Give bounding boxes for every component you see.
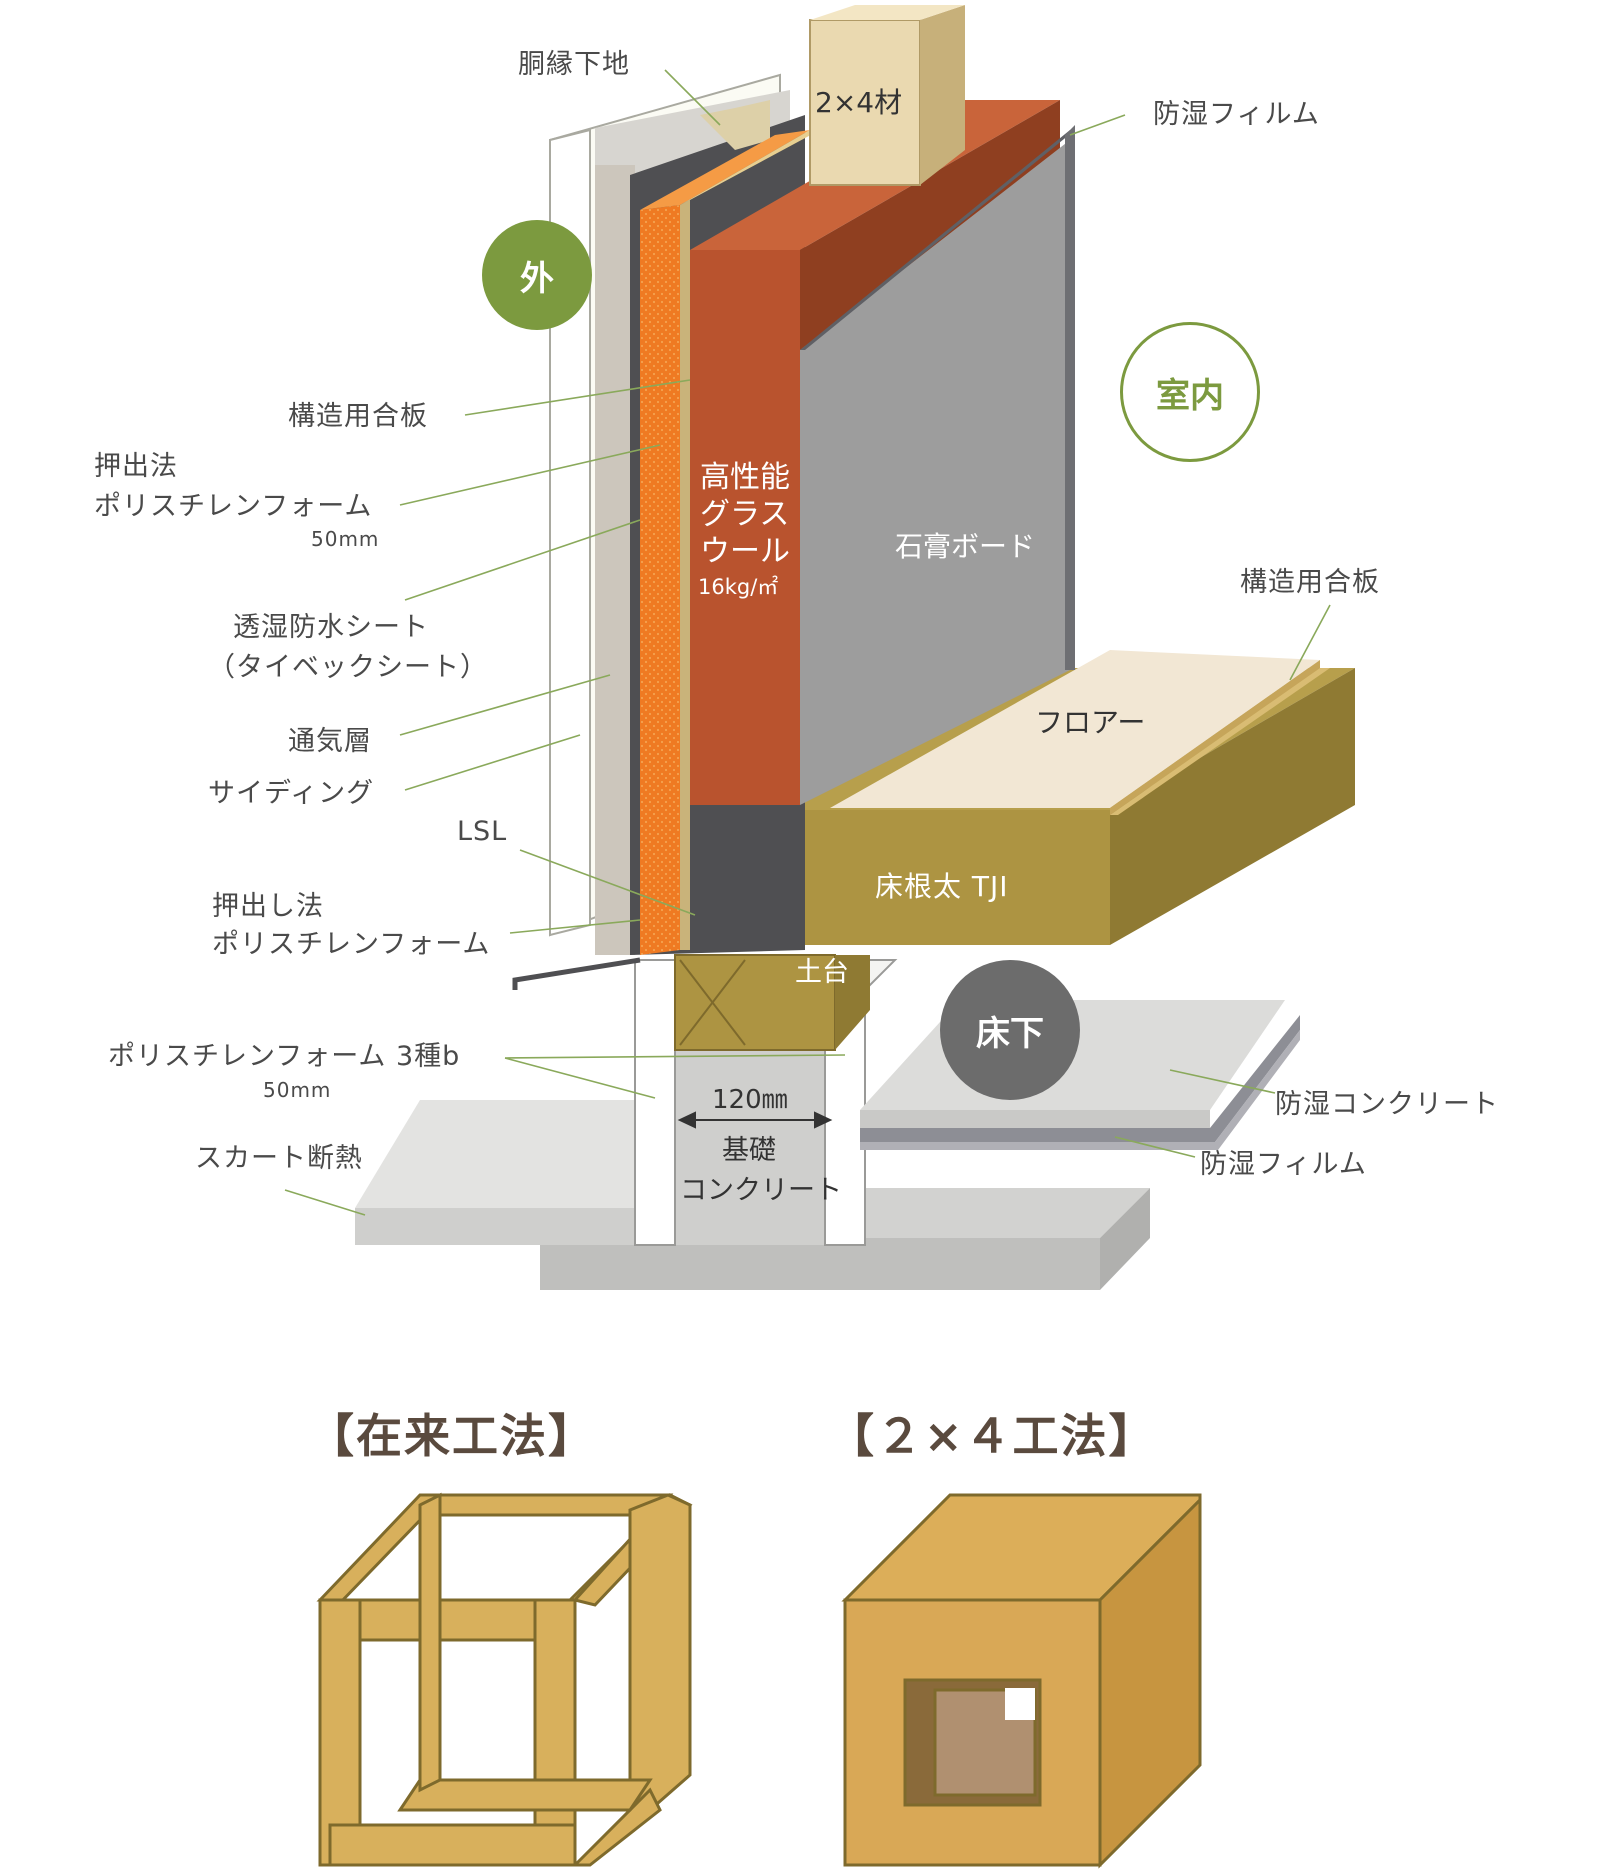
label-glass-wool-density: 16kg/㎡ xyxy=(698,575,779,599)
label-foundation-line1: 基礎 xyxy=(722,1135,776,1166)
label-xps50-thickness: 50mm xyxy=(311,527,380,551)
underfloor-slab xyxy=(860,1000,1300,1150)
heading-two-by-four-method: 【２×４工法】 xyxy=(828,1409,1157,1463)
glass-wool xyxy=(690,100,1060,805)
label-vapor-film-top: 防湿フィルム xyxy=(1153,99,1320,130)
underfloor-zone-badge: 床下 xyxy=(940,960,1080,1100)
label-xps-lower-line1: 押出し法 xyxy=(212,891,324,922)
label-glass-wool-line1: 高性能 xyxy=(700,460,790,495)
furring-strip xyxy=(700,100,770,150)
label-pf3b-thickness: 50mm xyxy=(263,1078,332,1102)
label-foundation-width: 120㎜ xyxy=(712,1085,788,1115)
label-sill: 土台 xyxy=(795,957,849,988)
indoor-zone-badge: 室内 xyxy=(1120,322,1260,462)
conventional-frame-illustration xyxy=(316,1492,693,1867)
skirt-insulation-slab xyxy=(355,1100,720,1245)
gypsum-board xyxy=(800,125,1075,805)
label-moisture-proof-concrete: 防湿コンクリート xyxy=(1275,1089,1499,1120)
label-flooring: フロアー xyxy=(1035,706,1146,739)
outside-zone-badge: 外 xyxy=(482,220,592,330)
label-structural-plywood-wall: 構造用合板 xyxy=(288,401,428,432)
sill-block xyxy=(674,954,870,1051)
label-vapor-film-bottom: 防湿フィルム xyxy=(1200,1149,1367,1180)
label-two-by-four-lumber: 2×4材 xyxy=(815,86,903,119)
label-skirt-insulation: スカート断熱 xyxy=(195,1143,363,1174)
label-floor-joist: 床根太 TJI xyxy=(875,870,1009,903)
two-by-four-box-illustration xyxy=(841,1493,1202,1869)
dimension-arrow xyxy=(677,1111,833,1129)
two-by-four-stud xyxy=(809,5,965,186)
label-structural-plywood-floor: 構造用合板 xyxy=(1240,567,1380,598)
label-xps50-line1: 押出法 xyxy=(94,451,178,482)
label-pf3b-line1: ポリスチレンフォーム 3種b xyxy=(108,1041,461,1072)
label-lsl: LSL xyxy=(457,816,508,847)
label-foundation-line2: コンクリート xyxy=(680,1175,842,1206)
heading-conventional-method: 【在来工法】 xyxy=(308,1409,596,1463)
xps-outer-layer xyxy=(640,130,810,955)
label-breather-sheet-line2: （タイベックシート） xyxy=(208,652,488,683)
label-dobuchi: 胴縁下地 xyxy=(518,49,630,80)
label-siding: サイディング xyxy=(208,778,375,809)
flooring-surface xyxy=(830,650,1330,815)
label-air-layer: 通気層 xyxy=(288,726,372,757)
leader-lines xyxy=(284,69,1331,1216)
structural-plywood-wall xyxy=(680,130,820,950)
label-xps-lower-line2: ポリスチレンフォーム xyxy=(212,929,491,960)
label-xps50-line2: ポリスチレンフォーム xyxy=(94,491,373,522)
label-gypsum-board: 石膏ボード xyxy=(895,530,1036,563)
label-glass-wool-line3: ウール xyxy=(700,534,790,569)
label-glass-wool-line2: グラス xyxy=(700,497,790,532)
drip-edge xyxy=(512,957,641,990)
label-breather-sheet-line1: 透湿防水シート xyxy=(233,612,429,643)
